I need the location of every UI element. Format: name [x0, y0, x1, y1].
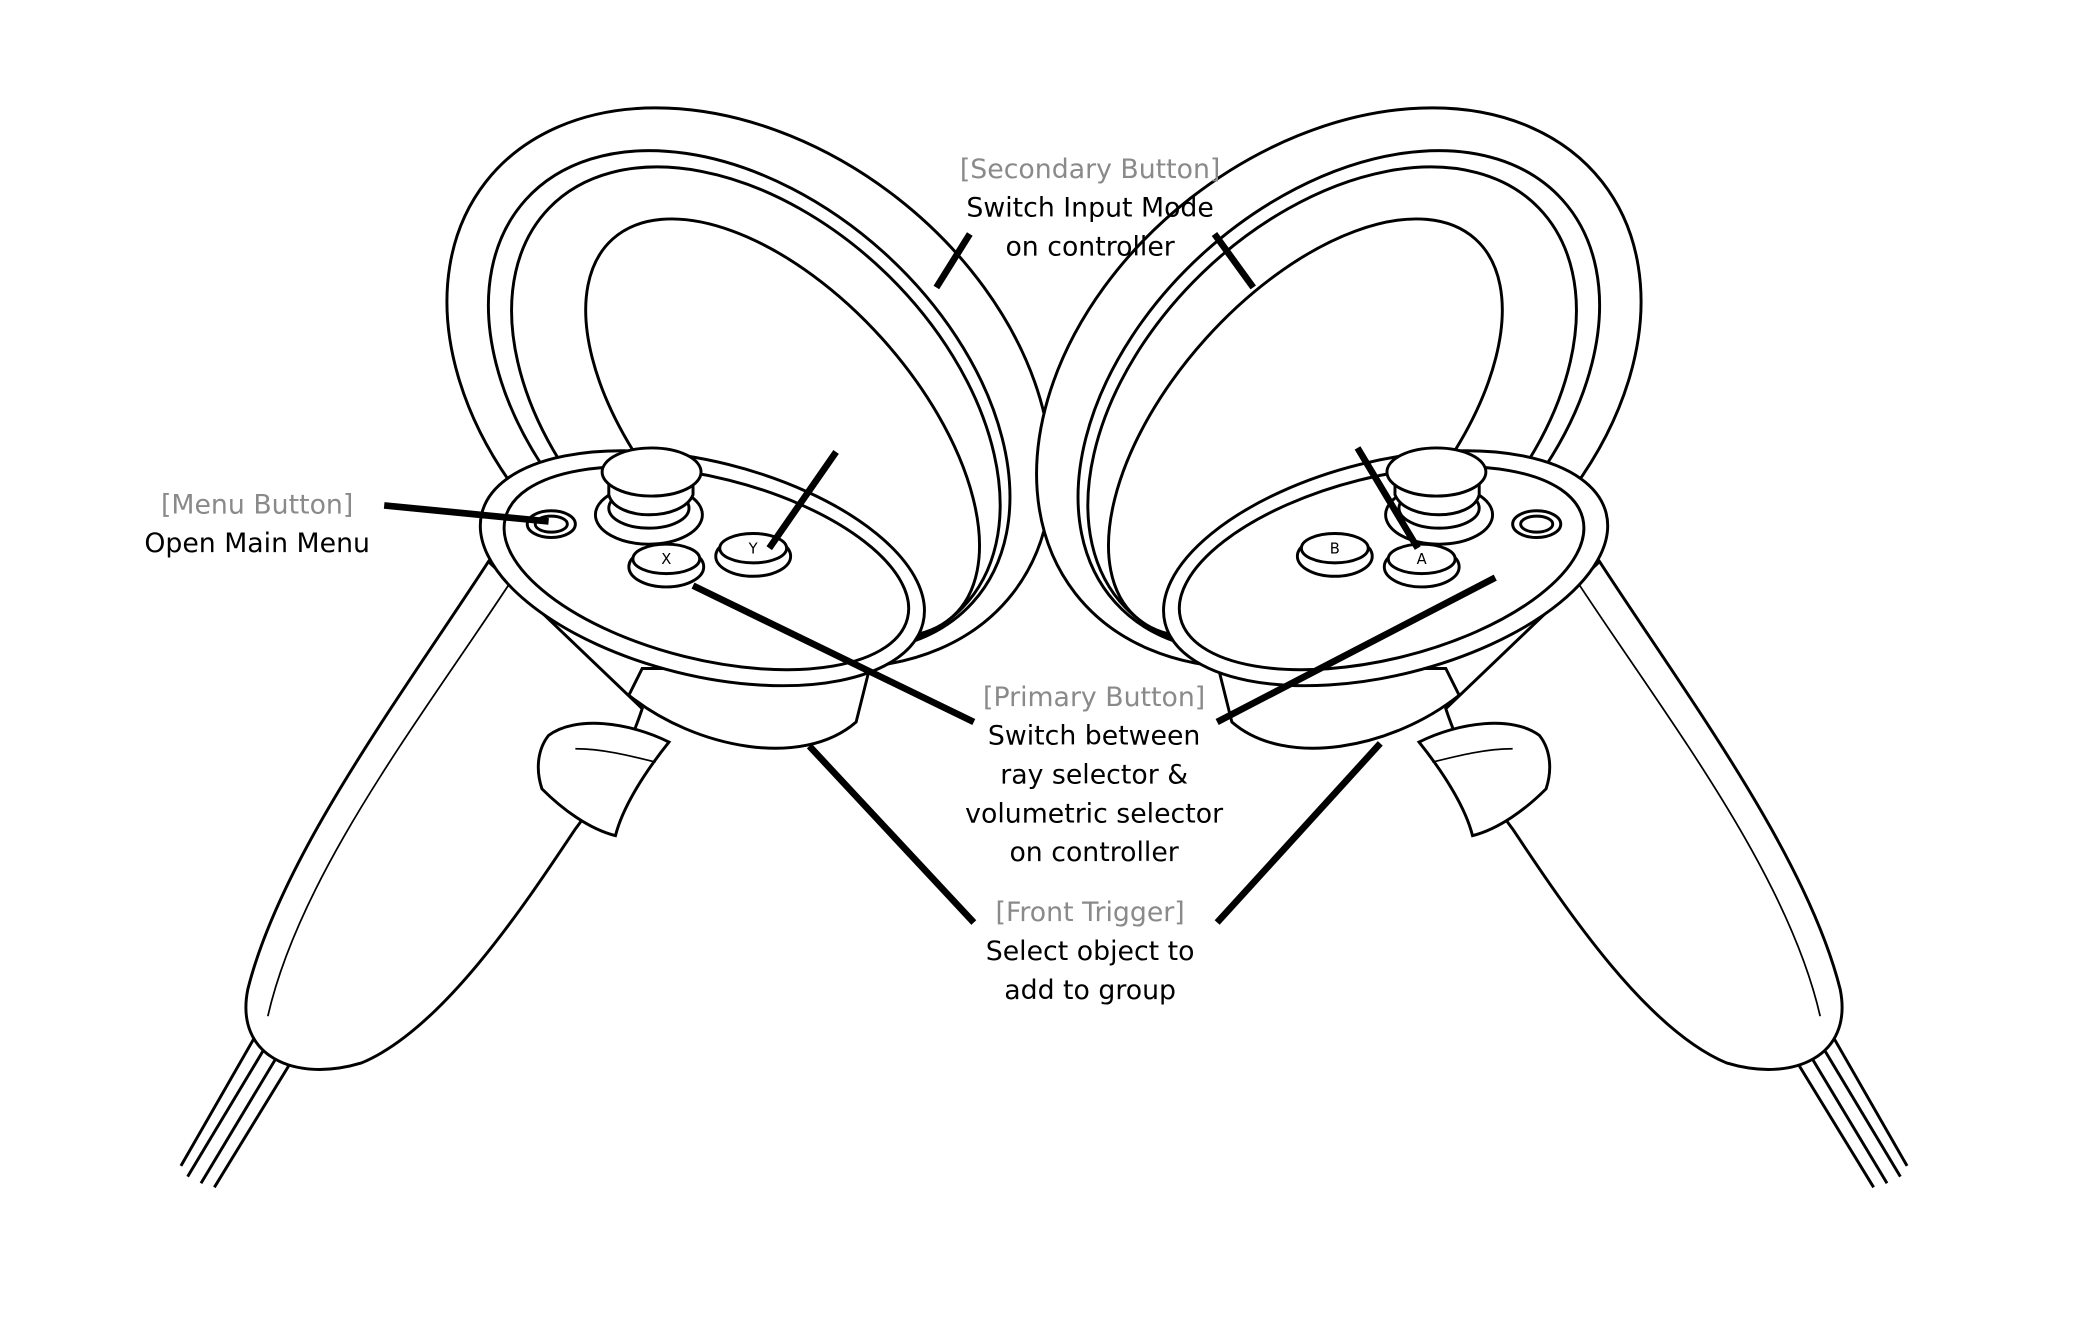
primary-desc-1: Switch between [988, 721, 1201, 752]
callout-primary: [Primary Button] Switch between ray sele… [965, 682, 1223, 868]
leader-menu [383, 502, 549, 525]
trigger-desc-2: add to group [1004, 975, 1176, 1006]
callout-secondary: [Secondary Button] Switch Input Mode on … [960, 154, 1221, 263]
a-button-label: A [1417, 551, 1427, 568]
menu-label: [Menu Button] [161, 489, 353, 520]
secondary-desc-2: on controller [1005, 231, 1174, 262]
primary-desc-3: volumetric selector [965, 798, 1223, 829]
secondary-label: [Secondary Button] [960, 154, 1221, 185]
secondary-desc-1: Switch Input Mode [966, 193, 1213, 224]
y-button-label: Y [748, 541, 758, 558]
trigger-desc-1: Select object to [986, 936, 1195, 967]
x-button-label: X [661, 551, 671, 568]
b-button-label: B [1330, 541, 1340, 558]
primary-desc-4: on controller [1009, 837, 1178, 868]
menu-desc-1: Open Main Menu [144, 528, 370, 559]
primary-label: [Primary Button] [983, 682, 1205, 713]
leader-y-button [766, 450, 839, 551]
leader-primary-right [1215, 574, 1497, 725]
callout-trigger: [Front Trigger] Select object to add to … [986, 897, 1195, 1006]
callout-menu: [Menu Button] Open Main Menu [144, 489, 370, 559]
leader-b-button [1354, 446, 1421, 550]
leader-secondary-right [1211, 232, 1256, 290]
leader-trigger-left [806, 743, 977, 925]
leader-trigger-right [1214, 741, 1383, 925]
leader-primary-left [691, 582, 976, 726]
primary-desc-2: ray selector & [1000, 760, 1188, 791]
leader-secondary-left [933, 232, 973, 290]
trigger-label: [Front Trigger] [996, 897, 1185, 928]
